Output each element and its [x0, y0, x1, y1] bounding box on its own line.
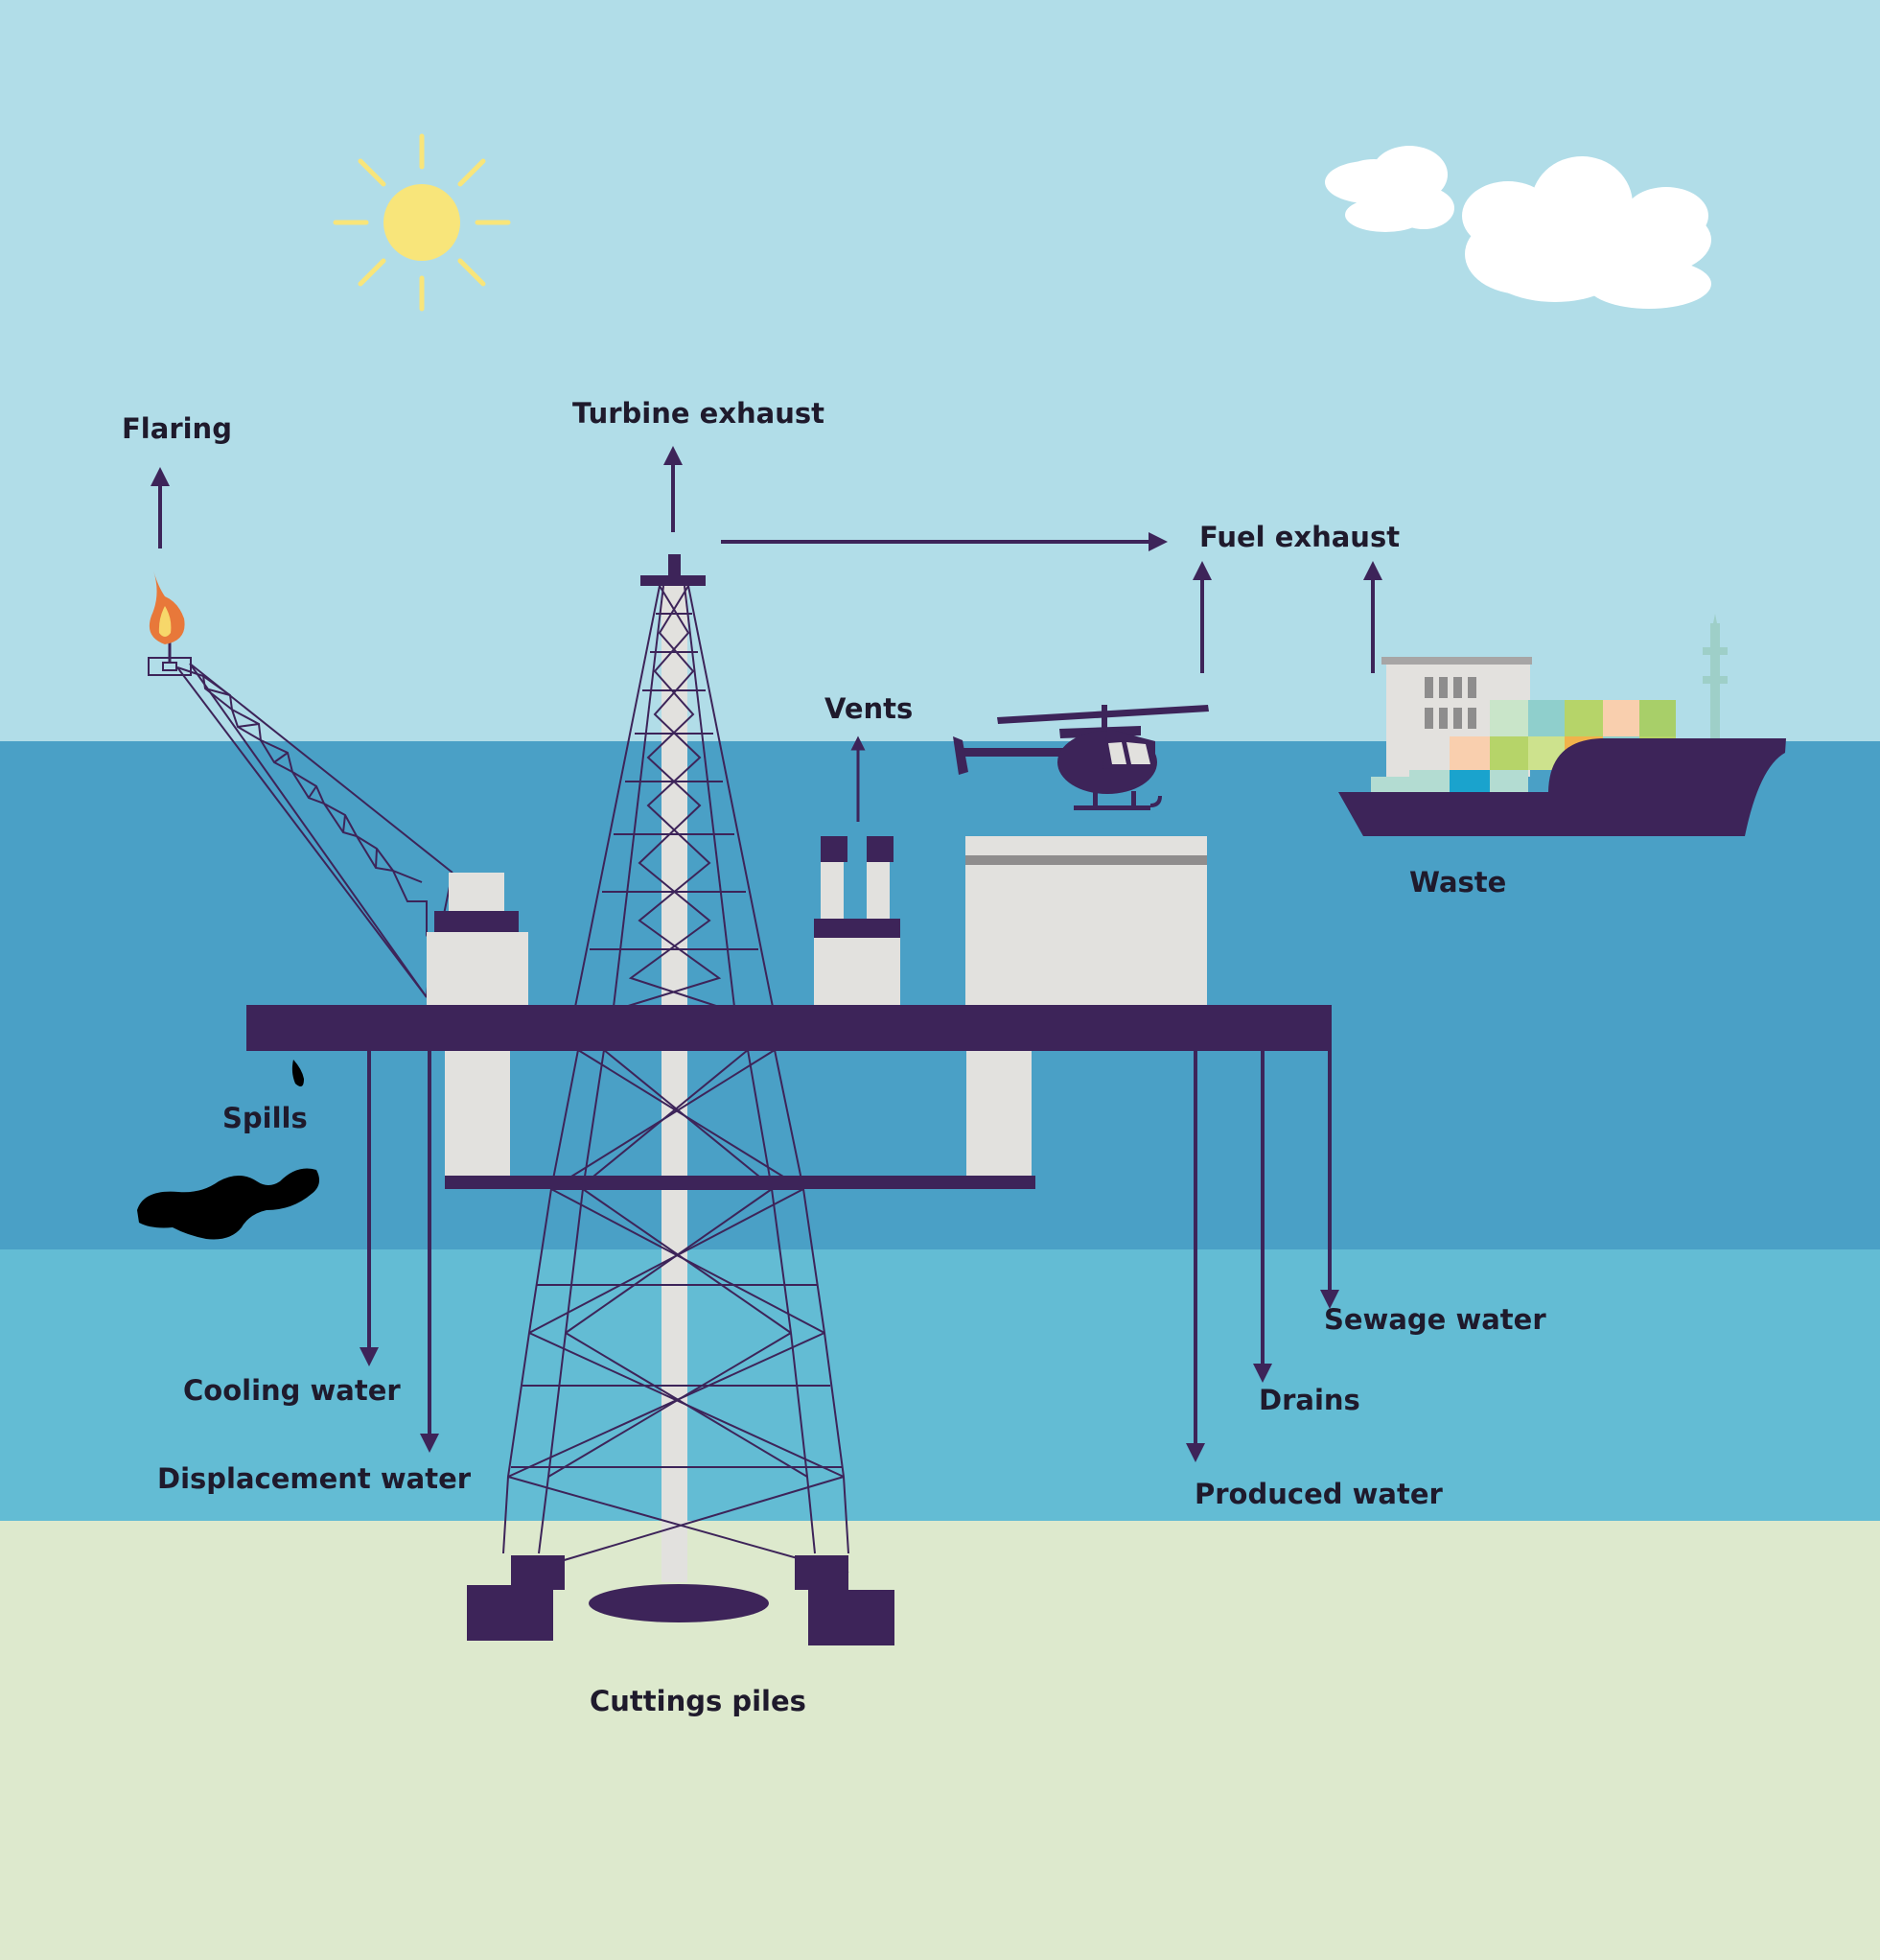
jacket-structure: [502, 1049, 849, 1574]
sky: [0, 0, 1880, 741]
label-vents: Vents: [824, 692, 914, 725]
label-flaring: Flaring: [122, 412, 232, 445]
vent-module: [814, 836, 900, 1007]
platform-columns: [445, 1050, 1035, 1189]
label-cooling-water: Cooling water: [183, 1374, 401, 1407]
emission-arrows: [151, 446, 1382, 822]
platform-deck: [246, 1005, 1332, 1051]
label-sewage-water: Sewage water: [1324, 1303, 1546, 1336]
jacket-foundations: [467, 1555, 894, 1645]
ship-mast: [1703, 614, 1728, 738]
helicopter-icon: [953, 705, 1209, 810]
cloud-large-icon: [1462, 156, 1711, 309]
cloud-small-icon: [1325, 146, 1454, 232]
label-displacement-water: Displacement water: [157, 1462, 472, 1495]
flare-boom: [176, 663, 453, 998]
cuttings-pile-mound: [589, 1584, 769, 1622]
left-module: [427, 873, 528, 1007]
label-spills: Spills: [222, 1102, 308, 1134]
sea-deep-layer: [0, 1249, 1880, 1521]
label-produced-water: Produced water: [1195, 1478, 1443, 1510]
label-fuel-exhaust: Fuel exhaust: [1199, 521, 1401, 553]
oil-spill-icon: [137, 1060, 320, 1240]
label-waste: Waste: [1409, 866, 1507, 898]
accommodation-module: [965, 836, 1207, 1007]
flame-icon: [149, 571, 185, 644]
sun-icon: [333, 133, 511, 312]
label-turbine-exhaust: Turbine exhaust: [572, 397, 825, 430]
label-drains: Drains: [1259, 1384, 1360, 1416]
discharge-arrows: [360, 1051, 1339, 1462]
drilling-derrick: [574, 554, 774, 1582]
ship-icon: [1338, 614, 1786, 836]
label-cuttings-piles: Cuttings piles: [590, 1685, 806, 1717]
seabed: [0, 1521, 1880, 1960]
